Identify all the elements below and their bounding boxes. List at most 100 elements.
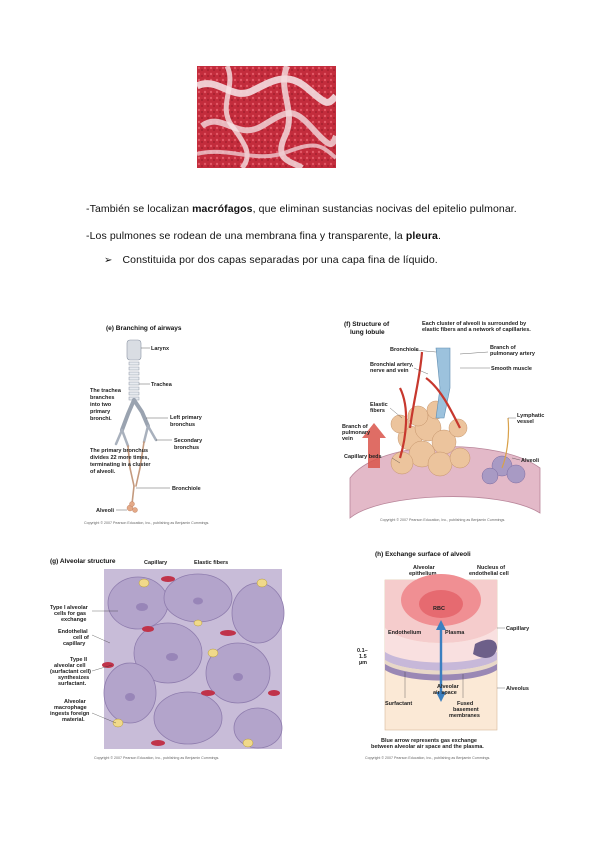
svg-text:Type II: Type II <box>70 657 87 663</box>
svg-text:capillary: capillary <box>63 641 86 647</box>
label-larynx: Larynx <box>151 346 170 352</box>
label-nucleus: Nucleus of endothelial cell <box>469 565 509 577</box>
svg-text:ingests foreign: ingests foreign <box>50 711 90 717</box>
bold-term-macrophages: macrófagos <box>192 203 253 215</box>
svg-text:membranes: membranes <box>449 713 480 719</box>
svg-text:alveolar cell: alveolar cell <box>54 663 86 669</box>
svg-text:divides 22 more times,: divides 22 more times, <box>90 455 149 461</box>
svg-text:lung lobule: lung lobule <box>350 329 385 336</box>
svg-text:Branch of: Branch of <box>490 345 516 351</box>
label-left-primary-bronchus: Left primary bronchus <box>170 415 203 428</box>
label-elastic-fibers: Elastic fibers <box>194 560 228 566</box>
label-branch-pulmonary-artery: Branch of pulmonary artery <box>490 345 536 357</box>
svg-text:epithelium: epithelium <box>409 571 437 577</box>
svg-text:Alveolar: Alveolar <box>437 684 460 690</box>
svg-text:nerve and vein: nerve and vein <box>370 368 409 374</box>
svg-text:material.: material. <box>62 717 85 723</box>
label-top-note: Each cluster of alveoli is surrounded by… <box>422 321 531 333</box>
svg-text:Alveolar: Alveolar <box>64 699 87 705</box>
label-primary-bronchus-note: The primary bronchus divides 22 more tim… <box>90 448 151 475</box>
label-plasma: Plasma <box>445 630 465 636</box>
text: -También se localizan <box>86 203 193 215</box>
svg-text:(surfactant cell): (surfactant cell) <box>50 669 91 675</box>
copyright: Copyright © 2007 Pearson Education, Inc.… <box>365 756 490 760</box>
svg-text:into two: into two <box>90 402 112 408</box>
svg-text:macrophage: macrophage <box>54 705 87 711</box>
bullet-text: Constituida por dos capas separadas por … <box>122 254 438 266</box>
label-macrophage: Alveolar macrophage ingests foreign mate… <box>50 699 90 723</box>
text: , que eliminan sustancias nocivas del ep… <box>252 203 517 215</box>
label-surfactant: Surfactant <box>385 701 412 707</box>
label-alveoli: Alveoli <box>521 458 540 464</box>
svg-text:The primary bronchus: The primary bronchus <box>90 448 148 454</box>
svg-text:bronchi.: bronchi. <box>90 416 112 422</box>
svg-text:basement: basement <box>453 707 479 713</box>
label-type1-cells: Type I alveolar cells for gas exchange <box>50 605 89 623</box>
label-alveoli: Alveoli <box>96 508 115 514</box>
svg-text:µm: µm <box>359 660 367 666</box>
svg-text:Left primary: Left primary <box>170 415 203 421</box>
arrow-bullet-icon: ➢ <box>104 255 113 266</box>
svg-text:branches: branches <box>90 395 114 401</box>
svg-text:terminating in a cluster: terminating in a cluster <box>90 462 151 468</box>
svg-text:1.5: 1.5 <box>359 654 367 660</box>
svg-text:between alveolar air space and: between alveolar air space and the plasm… <box>371 744 484 750</box>
svg-text:cells for gas: cells for gas <box>54 611 86 617</box>
svg-text:synthesizes: synthesizes <box>58 675 89 681</box>
micrograph-image <box>197 66 336 168</box>
svg-text:Alveolar: Alveolar <box>413 565 436 571</box>
svg-text:surfactant.: surfactant. <box>58 681 87 687</box>
svg-text:Endothelial: Endothelial <box>58 629 88 635</box>
label-bronchiole: Bronchiole <box>172 486 201 492</box>
label-endothelium: Endothelium <box>388 630 421 636</box>
label-branch-pulmonary-vein: Branch of pulmonary vein <box>342 424 371 442</box>
svg-text:(f) Structure of: (f) Structure of <box>344 321 390 328</box>
bold-term-pleura: pleura <box>405 230 438 242</box>
svg-text:Each cluster of alveoli is sur: Each cluster of alveoli is surrounded by <box>422 321 527 327</box>
figure-alveolar-structure: (g) Alveolar structure Capillary Elastic… <box>48 553 285 763</box>
label-capillary-beds: Capillary beds <box>344 454 382 460</box>
copyright: Copyright © 2007 Pearson Education, Inc.… <box>94 756 219 760</box>
label-bronchiole: Bronchiole <box>390 347 419 353</box>
svg-text:pulmonary artery: pulmonary artery <box>490 351 536 357</box>
svg-text:exchange: exchange <box>61 617 86 623</box>
svg-text:0.1–: 0.1– <box>357 648 368 654</box>
label-alveolar-epithelium: Alveolar epithelium <box>409 565 437 577</box>
svg-text:vessel: vessel <box>517 419 534 425</box>
label-alveolar-air-space: Alveolar air space <box>433 684 460 696</box>
label-capillary: Capillary <box>506 626 530 632</box>
svg-text:Fused: Fused <box>457 701 473 707</box>
svg-text:fibers: fibers <box>370 408 385 414</box>
label-smooth-muscle: Smooth muscle <box>491 366 532 372</box>
svg-text:Lymphatic: Lymphatic <box>517 413 544 419</box>
svg-text:of alveoli.: of alveoli. <box>90 469 116 475</box>
svg-text:Bronchial artery,: Bronchial artery, <box>370 362 414 368</box>
label-trachea: Trachea <box>151 382 173 388</box>
figure-exchange-surface: (h) Exchange surface of alveoli Alveolar… <box>345 548 548 762</box>
svg-text:endothelial cell: endothelial cell <box>469 571 509 577</box>
label-secondary-bronchus: Secondary bronchus <box>174 438 203 451</box>
svg-text:bronchus: bronchus <box>170 422 195 428</box>
svg-text:Branch of: Branch of <box>342 424 368 430</box>
svg-text:pulmonary: pulmonary <box>342 430 371 436</box>
figure-e-title: (e) Branching of airways <box>106 325 182 332</box>
svg-text:primary: primary <box>90 409 111 415</box>
label-endothelial-cell: Endothelial cell of capillary <box>58 629 89 647</box>
bullet-item: ➢ Constituida por dos capas separadas por… <box>104 254 438 266</box>
svg-text:Nucleus of: Nucleus of <box>477 565 505 571</box>
figure-g-title: (g) Alveolar structure <box>50 558 116 565</box>
figure-h-title: (h) Exchange surface of alveoli <box>375 551 471 558</box>
svg-text:elastic fibers and a network o: elastic fibers and a network of capillar… <box>422 327 531 333</box>
label-lymphatic-vessel: Lymphatic vessel <box>517 413 544 425</box>
copyright: Copyright © 2007 Pearson Education, Inc.… <box>380 518 505 522</box>
svg-text:air space: air space <box>433 690 457 696</box>
text: -Los pulmones se rodean de una membrana … <box>86 230 406 242</box>
label-bronchial-artery: Bronchial artery, nerve and vein <box>370 362 414 374</box>
label-rbc: RBC <box>433 606 445 612</box>
label-trachea-note: The trachea branches into two primary br… <box>90 388 122 422</box>
svg-text:Secondary: Secondary <box>174 438 203 444</box>
copyright: Copyright © 2007 Pearson Education, Inc.… <box>84 521 209 525</box>
svg-text:Type I alveolar: Type I alveolar <box>50 605 89 611</box>
svg-text:bronchus: bronchus <box>174 445 199 451</box>
text: . <box>437 230 441 242</box>
